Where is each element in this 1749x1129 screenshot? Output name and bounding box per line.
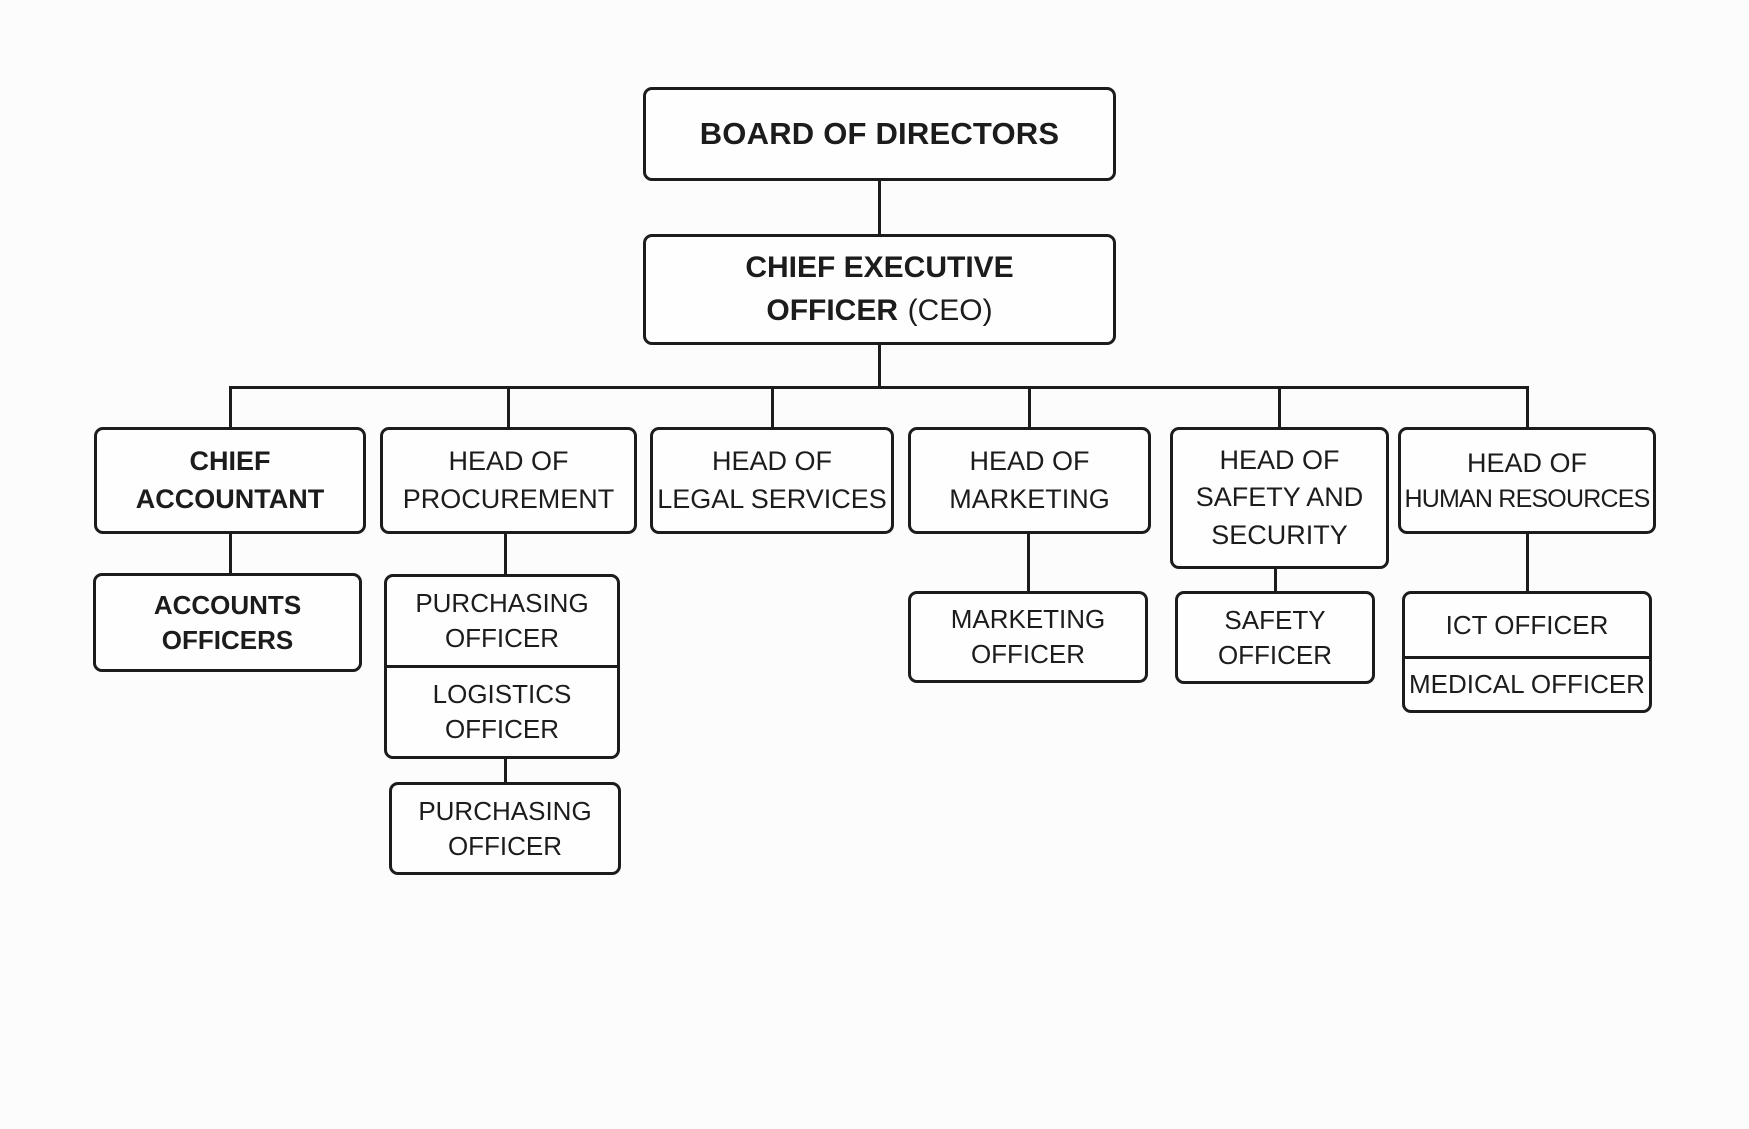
connector-drop-legal-services	[771, 386, 774, 427]
node-label-line: PURCHASING	[415, 588, 589, 619]
node-label-line: OFFICER	[1217, 639, 1333, 670]
connector-drop-safety-security	[1278, 386, 1281, 427]
connector-procurement-group	[504, 534, 507, 574]
cell-logistics-officer: LOGISTICS OFFICER	[387, 665, 617, 756]
node-label-line: HEAD OF	[711, 446, 832, 477]
connector-drop-chief-accountant	[229, 386, 232, 427]
node-label: BOARD OF DIRECTORS	[699, 115, 1060, 151]
node-head-of-legal-services: HEAD OF LEGAL SERVICES	[650, 427, 894, 534]
node-label-line: OFFICER	[444, 714, 560, 744]
node-accounts-officers: ACCOUNTS OFFICERS	[93, 573, 362, 672]
node-label-line: MEDICAL OFFICER	[1409, 669, 1645, 700]
node-label-line: OFFICER(CEO)	[766, 290, 992, 333]
node-label-line: PURCHASING	[418, 795, 592, 826]
node-label-line: ACCOUNTS	[153, 589, 302, 620]
node-label-line: CHIEF EXECUTIVE	[745, 250, 1014, 284]
node-label-line: ACCOUNTANT	[135, 483, 325, 514]
node-label-line: PROCUREMENT	[402, 483, 615, 514]
node-label-line: MARKETING	[950, 604, 1106, 635]
connector-drop-human-resources	[1526, 386, 1529, 427]
connector-safety-officer	[1274, 569, 1277, 591]
node-label-line: OFFICERS	[161, 624, 294, 655]
node-safety-officer: SAFETY OFFICER	[1175, 591, 1375, 684]
node-label-line: CHIEF	[189, 446, 271, 477]
node-label-line: LOGISTICS	[432, 679, 572, 710]
node-label-line: ICT OFFICER	[1445, 609, 1609, 640]
node-chief-accountant: CHIEF ACCOUNTANT	[94, 427, 366, 534]
group-ict-medical: ICT OFFICER MEDICAL OFFICER	[1402, 591, 1652, 713]
node-label-line: OFFICER	[444, 623, 560, 653]
node-purchasing-officer-2: PURCHASING OFFICER	[389, 782, 621, 875]
connector-rail	[229, 386, 1529, 389]
node-marketing-officer: MARKETING OFFICER	[908, 591, 1148, 683]
node-label-line: HEAD OF	[969, 446, 1090, 477]
node-label-line: MARKETING	[949, 483, 1110, 514]
connector-marketing-officer	[1027, 534, 1030, 591]
connector-drop-procurement	[507, 386, 510, 427]
node-label-line: SAFETY AND	[1195, 482, 1364, 513]
connector-hr-group	[1526, 534, 1529, 591]
connector-drop-marketing	[1028, 386, 1031, 427]
node-label-line: HEAD OF	[1219, 445, 1340, 476]
node-chief-executive-officer: CHIEF EXECUTIVE OFFICER(CEO)	[643, 234, 1116, 345]
ceo-label-plain: (CEO)	[907, 293, 993, 327]
connector-accountant-accounts	[229, 534, 232, 573]
connector-board-ceo	[878, 180, 881, 236]
node-label-line: OFFICER	[970, 639, 1086, 669]
cell-purchasing-officer: PURCHASING OFFICER	[387, 577, 617, 665]
node-head-of-human-resources: HEAD OF HUMAN RESOURCES	[1398, 427, 1656, 534]
node-label-line: OFFICER	[447, 830, 563, 861]
node-label-line: SECURITY	[1211, 519, 1348, 550]
cell-ict-officer: ICT OFFICER	[1405, 594, 1649, 656]
ceo-label-bold: OFFICER	[766, 293, 899, 327]
group-purchasing-logistics: PURCHASING OFFICER LOGISTICS OFFICER	[384, 574, 620, 759]
node-label-line: HEAD OF	[448, 446, 569, 477]
node-label-line: HUMAN RESOURCES	[1404, 484, 1651, 513]
node-board-of-directors: BOARD OF DIRECTORS	[643, 87, 1116, 181]
connector-group-purchasing2	[504, 759, 507, 782]
node-head-of-safety-and-security: HEAD OF SAFETY AND SECURITY	[1170, 427, 1389, 569]
node-head-of-procurement: HEAD OF PROCUREMENT	[380, 427, 637, 534]
node-label-line: LEGAL SERVICES	[657, 483, 887, 514]
connector-ceo-rail	[878, 345, 881, 389]
node-head-of-marketing: HEAD OF MARKETING	[908, 427, 1151, 534]
node-label-line: HEAD OF	[1466, 447, 1587, 478]
cell-medical-officer: MEDICAL OFFICER	[1405, 656, 1649, 710]
node-label-line: SAFETY	[1224, 604, 1326, 635]
